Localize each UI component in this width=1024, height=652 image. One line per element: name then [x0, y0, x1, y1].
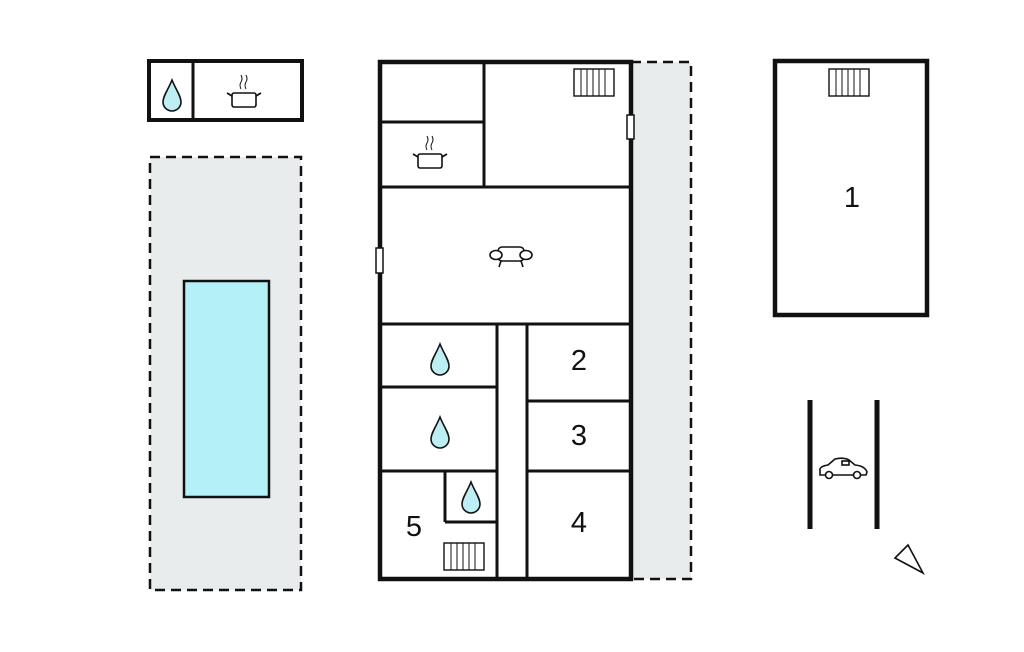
north-arrow-icon	[893, 543, 925, 575]
water-drop-icon	[162, 79, 182, 112]
room-label-5: 5	[406, 511, 422, 543]
swimming-pool	[182, 279, 271, 499]
pool-terrace	[148, 155, 303, 592]
room-label-3: 3	[571, 420, 587, 452]
utility-box	[147, 59, 304, 122]
main-house: 2 3 4 5	[375, 59, 635, 582]
annex-building: 1	[772, 58, 930, 318]
window-icon	[375, 247, 384, 274]
house-terrace	[629, 60, 693, 581]
window-icon	[626, 114, 635, 140]
room-label-2: 2	[571, 345, 587, 377]
radiator-icon	[828, 68, 870, 97]
cooking-pot-icon	[226, 74, 262, 108]
radiator-icon	[443, 542, 485, 571]
parking-space	[807, 400, 880, 529]
sofa-icon	[489, 246, 533, 268]
radiator-icon	[573, 68, 615, 97]
room-label-1: 1	[844, 182, 860, 214]
room-label-4: 4	[571, 507, 587, 539]
car-icon	[819, 457, 868, 480]
